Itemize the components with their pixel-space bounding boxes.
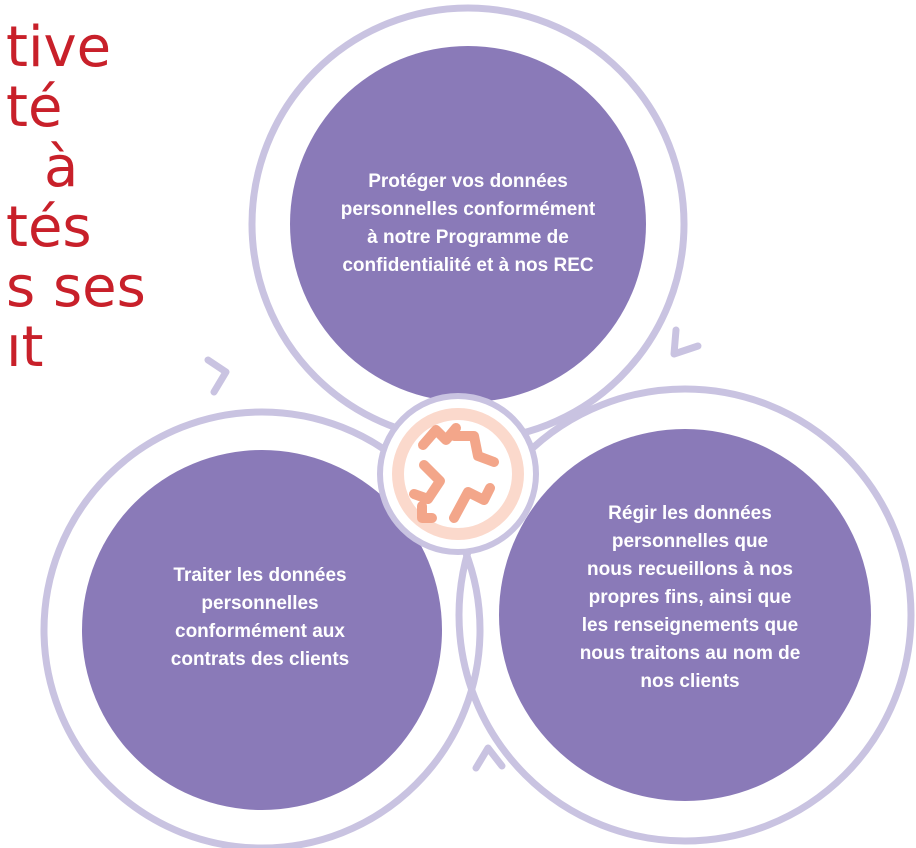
label-line: Protéger vos données <box>368 171 568 192</box>
arrowhead-icon <box>472 744 506 772</box>
left-circle-label: Traiter les données personnelles conform… <box>110 562 410 674</box>
top-circle <box>290 46 646 402</box>
label-line: personnelles <box>201 593 319 614</box>
background-text-line: ıt <box>6 315 44 380</box>
right-ring <box>455 385 915 845</box>
left-ring <box>40 408 484 848</box>
label-line: à notre Programme de <box>367 227 569 248</box>
background-text-line: té <box>6 75 63 140</box>
label-line: nos clients <box>640 671 740 692</box>
right-circle <box>499 429 871 801</box>
label-line: les renseignements que <box>581 615 799 636</box>
data-cycle-icon <box>409 423 499 523</box>
arrowhead-icon <box>204 356 230 396</box>
center-badge <box>377 393 539 555</box>
background-text-line: s ses <box>6 255 146 320</box>
label-line: propres fins, ainsi que <box>588 587 792 608</box>
background-text-line: tive <box>6 15 112 80</box>
label-line: personnelles que <box>611 531 769 552</box>
arrowhead-icon <box>670 326 702 358</box>
label-line: contrats des clients <box>170 649 350 670</box>
label-line: conformément aux <box>175 621 345 642</box>
label-line: Traiter les données <box>173 565 347 586</box>
top-circle-label: Protéger vos données personnelles confor… <box>286 168 650 280</box>
background-text-line: à <box>44 135 79 200</box>
background-text-line: tés <box>6 195 92 260</box>
label-line: nous traitons au nom de <box>579 643 801 664</box>
left-circle <box>82 450 442 810</box>
label-line: confidentialité et à nos REC <box>342 255 594 276</box>
label-line: personnelles conformément <box>340 199 596 220</box>
label-line: Régir les données <box>608 503 772 524</box>
right-circle-label: Régir les données personnelles que nous … <box>540 500 840 696</box>
label-line: nous recueillons à nos <box>587 559 793 580</box>
